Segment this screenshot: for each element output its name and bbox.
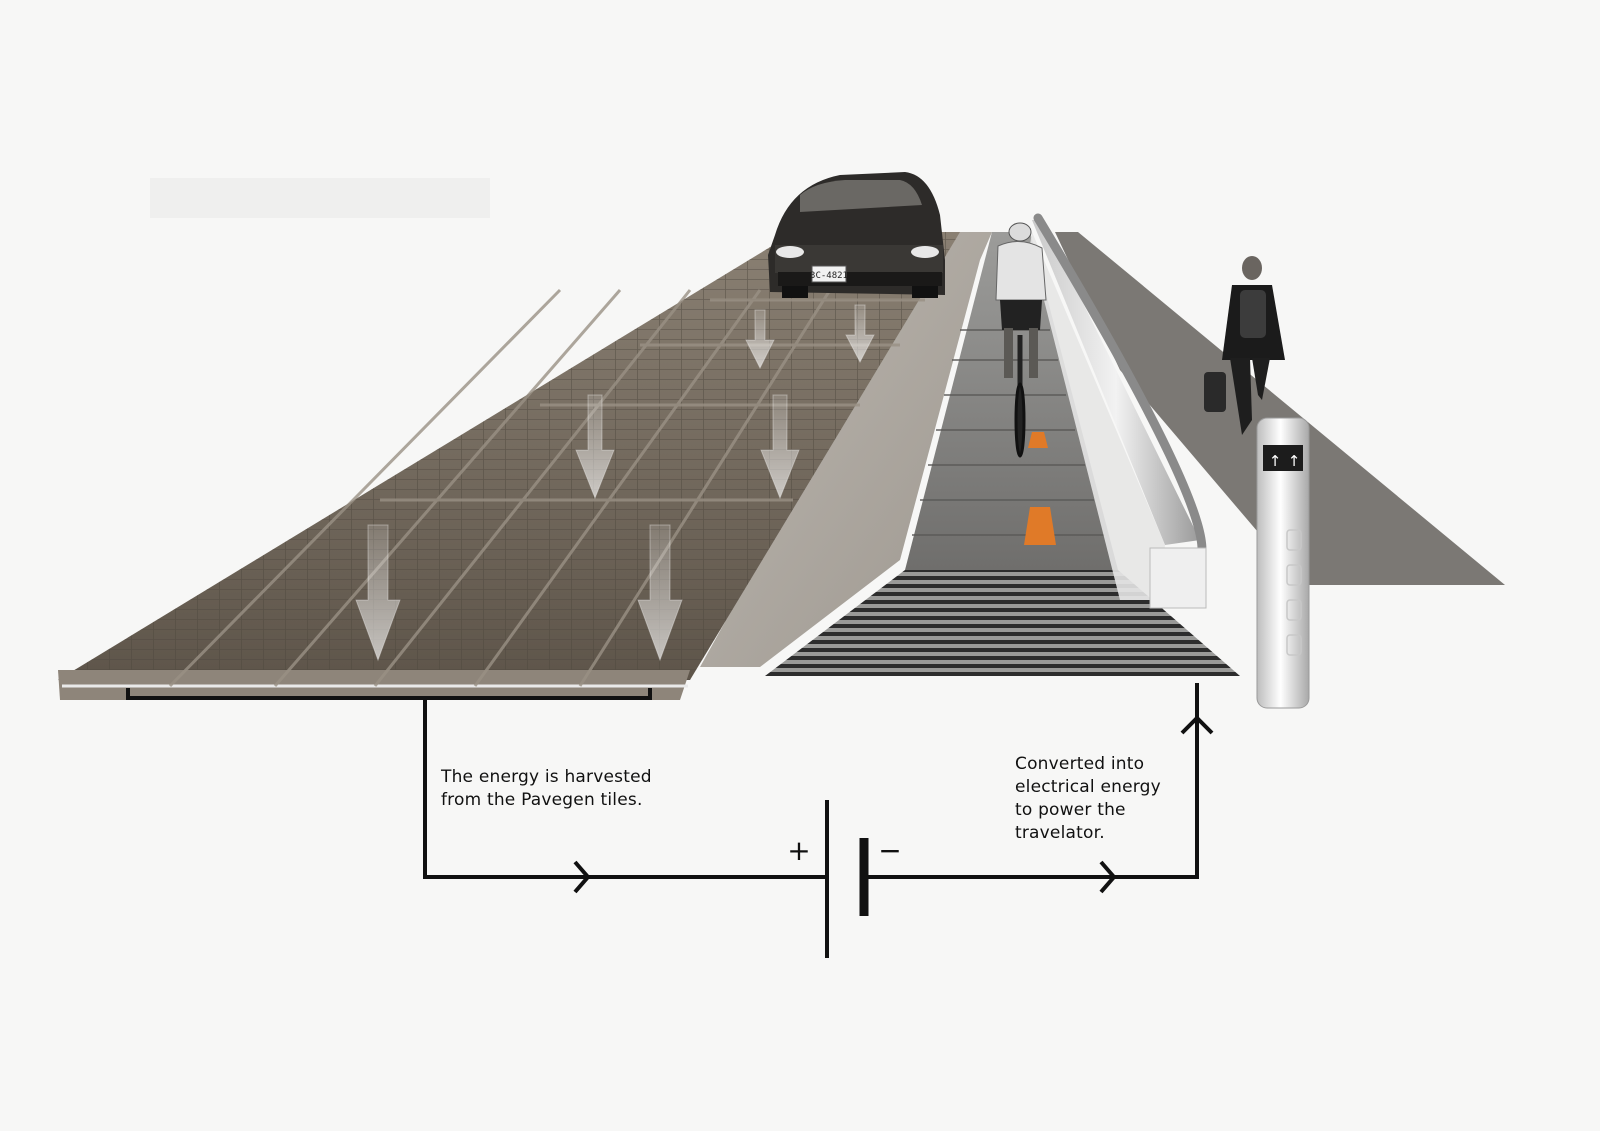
wire-left — [423, 698, 825, 879]
convert-caption-line: Converted into — [1015, 754, 1145, 774]
flow-arrow-up-icon — [1180, 715, 1214, 735]
convert-caption-line: electrical energy — [1015, 777, 1161, 797]
convert-caption: Converted into electrical energy to powe… — [1015, 753, 1161, 845]
harvest-caption: The energy is harvested from the Pavegen… — [441, 766, 652, 812]
convert-caption-line: travelator. — [1015, 823, 1105, 843]
handrail — [1030, 213, 1207, 609]
circuit — [126, 683, 1214, 894]
central-road — [700, 232, 992, 667]
convert-caption-line: to power the — [1015, 800, 1126, 820]
pressure-arrow-icon — [355, 524, 401, 662]
negative-terminal-label: − — [878, 834, 901, 867]
pavegen-tiles — [58, 232, 960, 700]
info-pole: ↑ ↑ — [1256, 417, 1310, 709]
cone-marker — [1024, 507, 1056, 545]
pedestrian — [1204, 256, 1285, 435]
asphalt-strip — [1055, 232, 1505, 585]
license-plate: 3C-4821 — [810, 271, 848, 281]
up-arrow-icon: ↑ — [1288, 452, 1301, 470]
pressure-arrow-icon — [637, 524, 683, 662]
pressure-arrow-icon — [575, 394, 615, 500]
pressure-arrow-icon — [745, 309, 775, 370]
cone-marker — [1028, 432, 1048, 448]
car: 3C-4821 — [768, 172, 945, 298]
pressure-arrow-icon — [845, 304, 875, 364]
flow-arrow-icon — [1099, 860, 1117, 894]
pressure-arrow-icon — [760, 394, 800, 500]
up-arrow-icon: ↑ — [1269, 452, 1282, 470]
wire-right — [866, 683, 1199, 879]
battery-symbol: + − — [787, 800, 902, 958]
backdrop-smudge — [150, 178, 490, 218]
harvest-caption-line: from the Pavegen tiles. — [441, 790, 643, 810]
positive-terminal-label: + — [787, 834, 810, 867]
flow-arrow-icon — [573, 860, 591, 894]
collector-bracket — [126, 688, 652, 700]
harvest-caption-line: The energy is harvested — [441, 767, 652, 787]
cyclist — [995, 222, 1047, 458]
